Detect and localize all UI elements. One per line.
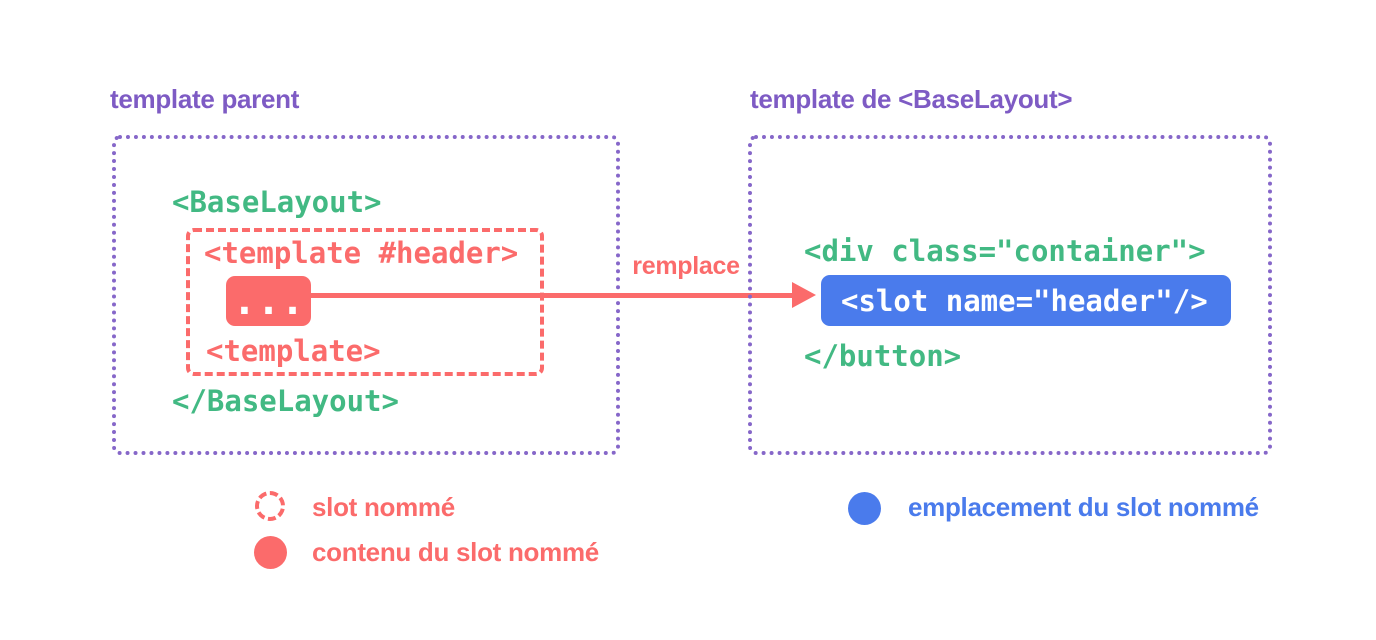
replace-arrow-head — [792, 282, 816, 308]
div-container-open-tag: <div class="container"> — [804, 234, 1206, 268]
template-close-tag: <template> — [206, 334, 381, 368]
slot-placeholder-chip: <slot name="header"/> — [821, 275, 1231, 326]
baselayout-open-tag: <BaseLayout> — [172, 185, 382, 219]
replace-arrow-label: remplace — [632, 252, 740, 280]
named-slot-outline: <template #header> ... <template> — [186, 228, 544, 376]
left-panel-title: template parent — [110, 84, 300, 114]
legend-label-slot-placement: emplacement du slot nommé — [908, 492, 1259, 522]
legend-label-slot-content: contenu du slot nommé — [312, 537, 599, 567]
parent-template-box: <BaseLayout> <template #header> ... <tem… — [112, 135, 620, 455]
dashed-red-circle-swatch — [255, 491, 285, 521]
baselayout-close-tag: </BaseLayout> — [172, 384, 399, 418]
right-panel-title: template de <BaseLayout> — [750, 84, 1073, 114]
button-close-tag: </button> — [804, 339, 962, 373]
ellipsis-text: ... — [232, 278, 305, 324]
filled-red-circle-swatch — [254, 536, 287, 569]
baselayout-template-box: <div class="container"> <slot name="head… — [748, 135, 1272, 455]
slot-placeholder-text: <slot name="header"/> — [841, 283, 1208, 318]
template-header-open-tag: <template #header> — [204, 236, 519, 270]
slot-content-chip: ... — [226, 276, 311, 326]
replace-arrow-line — [305, 293, 793, 298]
filled-blue-circle-swatch — [848, 492, 881, 525]
legend-label-named-slot: slot nommé — [312, 492, 455, 522]
